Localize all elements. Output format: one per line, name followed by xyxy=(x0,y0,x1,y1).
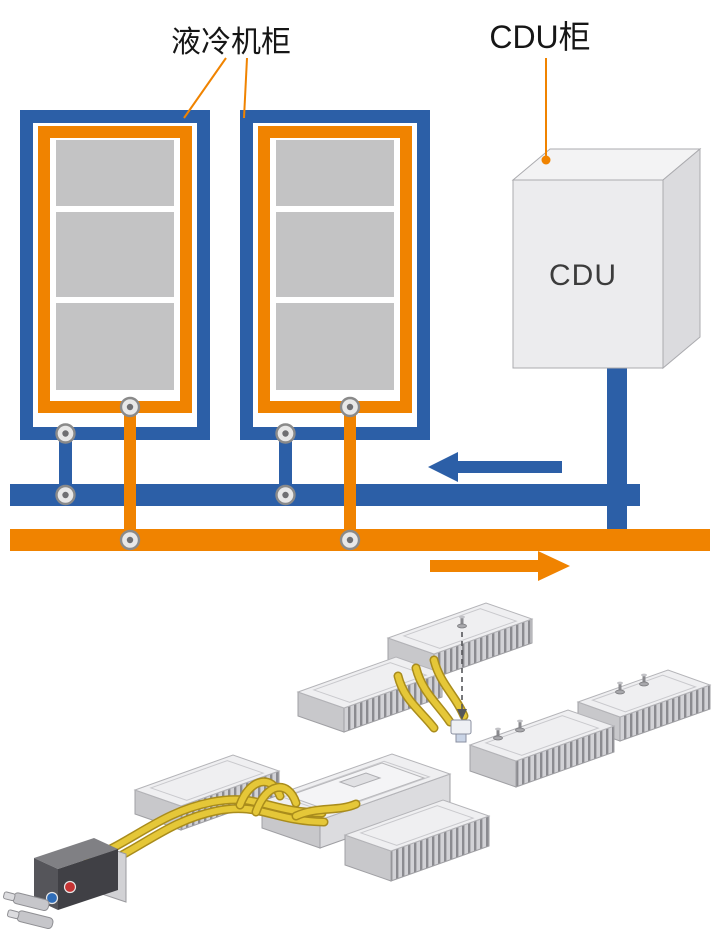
orange-piping xyxy=(38,126,412,546)
coolant-tubes xyxy=(83,655,469,874)
cdu-riser-pipe xyxy=(607,368,627,542)
server-block xyxy=(56,140,174,206)
supply-flow-arrow xyxy=(428,452,562,482)
server-block xyxy=(56,303,174,390)
valve-icon xyxy=(119,529,141,551)
label-cdu-cabinet: CDU柜 xyxy=(489,19,590,55)
blade-modules xyxy=(133,602,712,882)
server-block xyxy=(276,140,394,206)
coolant-tube-6 xyxy=(413,665,453,725)
plug-component xyxy=(450,719,472,735)
cabinet-1-orange-drop xyxy=(124,413,136,546)
valve-icon xyxy=(339,529,361,551)
blade-module-4 xyxy=(468,709,616,788)
server-block xyxy=(56,212,174,297)
cdu-right-face xyxy=(662,147,701,370)
valve-icon xyxy=(55,423,76,444)
hot-port-icon xyxy=(63,880,77,894)
connector-top-face xyxy=(34,838,118,869)
label-liquid-cooling-cabinet: 液冷机柜 xyxy=(171,26,291,59)
valve-icon xyxy=(119,396,141,418)
guide-arrowhead xyxy=(457,709,467,720)
cabinet-2-orange-drop xyxy=(344,413,356,546)
blade-assembly-illustration xyxy=(2,602,712,930)
annotations: 液冷机柜 CDU柜 xyxy=(171,19,591,165)
cdu-box-label: CDU xyxy=(549,259,617,292)
coolant-tube-1 xyxy=(85,796,325,863)
connector-pin xyxy=(6,909,54,930)
cdu-box: CDU xyxy=(511,147,702,370)
cabinet-1-servers xyxy=(56,140,174,390)
leader-line xyxy=(243,57,248,119)
quick-disconnect-connector xyxy=(2,838,127,930)
supply-main-pipe xyxy=(10,484,640,506)
coolant-tube-2 xyxy=(91,805,327,872)
cold-port-icon xyxy=(45,891,59,905)
cooling-schematic: CDU 液冷机柜 CDU柜 xyxy=(10,19,710,581)
valve-icon xyxy=(339,396,361,418)
blade-module-7 xyxy=(343,799,491,882)
pipe-valves xyxy=(55,396,361,551)
return-flow-arrow xyxy=(430,551,570,581)
connector-pin xyxy=(2,891,50,912)
cabinet-2-servers xyxy=(276,140,394,390)
coolant-tube-4 xyxy=(253,784,299,815)
valve-icon xyxy=(275,423,296,444)
server-block xyxy=(276,212,394,297)
leader-line xyxy=(183,57,227,119)
install-direction-indicator xyxy=(450,632,472,743)
plug-tip xyxy=(455,733,467,743)
connector-front-face xyxy=(58,849,118,910)
coolant-tube-5 xyxy=(395,673,437,731)
valve-icon xyxy=(55,484,76,506)
leader-dot xyxy=(541,155,551,165)
coolant-tube-8 xyxy=(293,801,359,819)
blade-module-2 xyxy=(296,656,444,733)
cdu-front-face xyxy=(512,179,664,369)
tray-component xyxy=(338,772,382,788)
valve-icon xyxy=(275,484,296,506)
server-block xyxy=(276,303,394,390)
